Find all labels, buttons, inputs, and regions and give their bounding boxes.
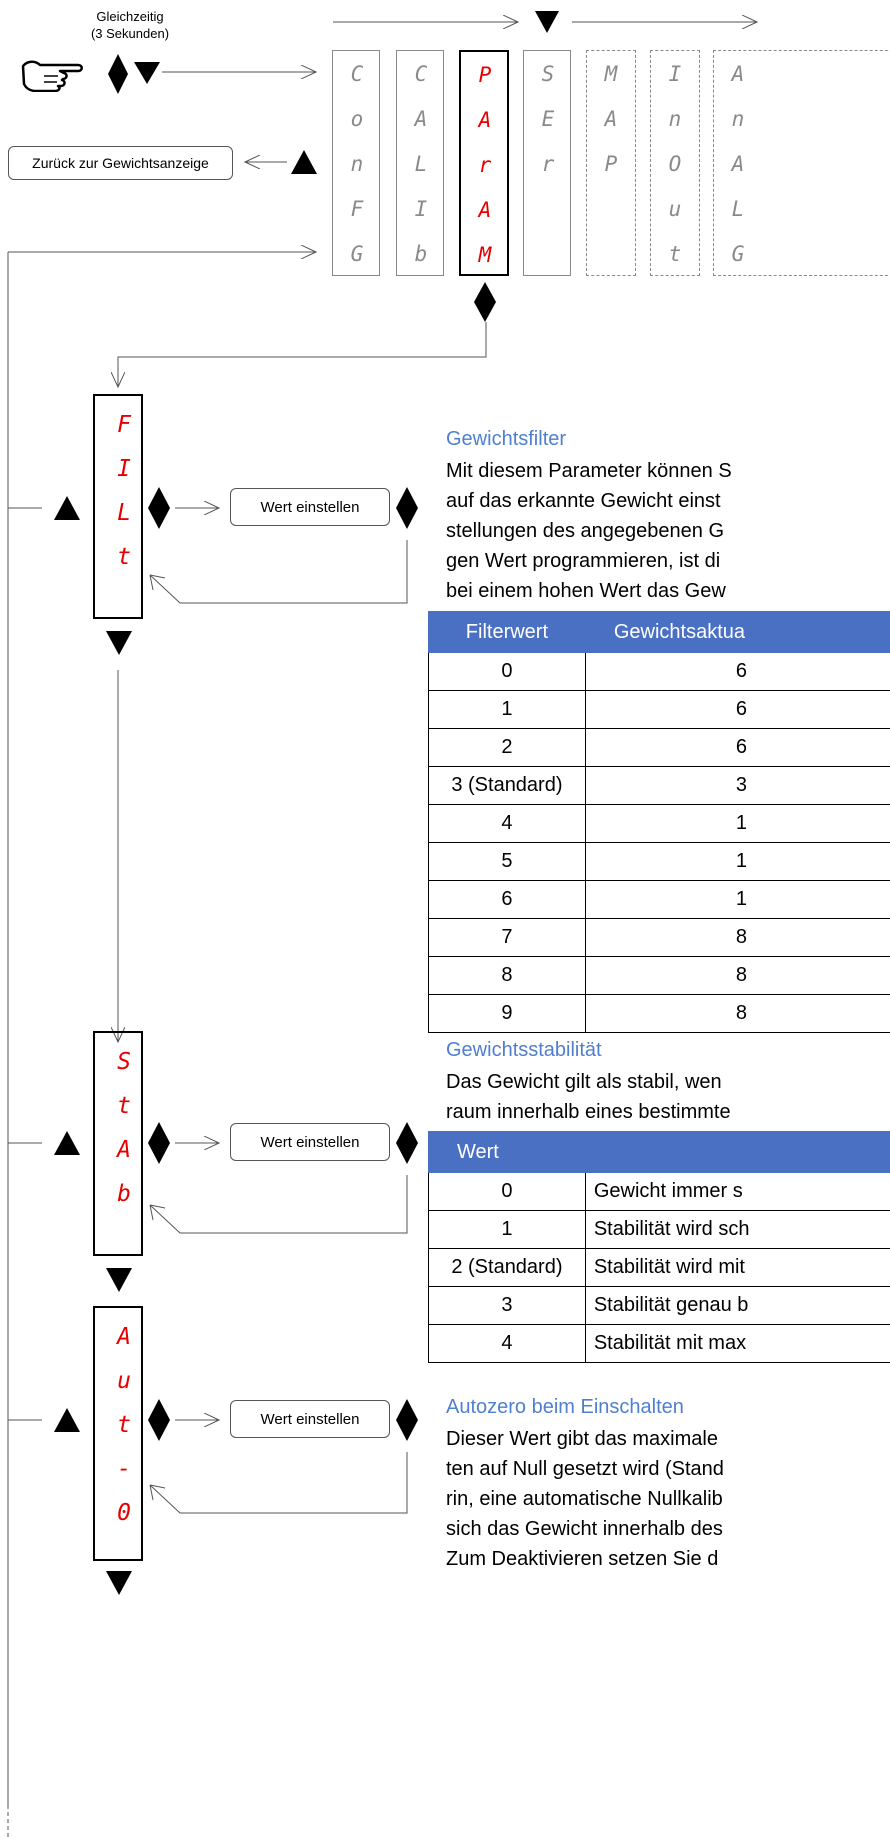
param-filt[interactable]: F I L t (93, 394, 143, 619)
autozero-section-title: Autozero beim Einschalten (446, 1396, 684, 1418)
triangle-up-icon[interactable] (54, 1131, 80, 1155)
triangle-down-icon[interactable] (134, 62, 160, 84)
stability-section-title: Gewichtsstabilität (446, 1039, 602, 1061)
triangle-down-icon[interactable] (535, 11, 559, 33)
pointing-hand-icon (21, 60, 83, 92)
triangle-down-icon[interactable] (106, 1268, 132, 1292)
set-value-button[interactable]: Wert einstellen (230, 488, 390, 526)
diamond-icon[interactable] (148, 1399, 170, 1441)
menu-column-ser[interactable]: S E r (523, 50, 571, 276)
diamond-icon[interactable] (474, 282, 496, 322)
diamond-icon[interactable] (396, 1122, 418, 1164)
param-aut0[interactable]: A u t - 0 (93, 1306, 143, 1561)
diamond-icon[interactable] (396, 487, 418, 529)
filter-section-text: Mit diesem Parameter können S auf das er… (446, 460, 732, 602)
aut0-loop (149, 1452, 408, 1514)
menu-column-map[interactable]: M A P (586, 50, 636, 276)
set-value-button[interactable]: Wert einstellen (230, 1123, 390, 1161)
table-row: 2 (Standard)Stabilität wird mit (428, 1248, 890, 1287)
stability-section-text: Das Gewicht gilt als stabil, wen raum in… (446, 1071, 731, 1123)
diamond-icon[interactable] (148, 487, 170, 529)
diamond-icon[interactable] (108, 54, 128, 94)
triangle-down-icon[interactable] (106, 631, 132, 655)
menu-column-conf[interactable]: C o n F G (332, 50, 380, 276)
menu-column-param[interactable]: P A r A M (459, 50, 509, 276)
set-value-button[interactable]: Wert einstellen (230, 1400, 390, 1438)
triangle-down-icon[interactable] (106, 1571, 132, 1595)
stab-loop (149, 1175, 408, 1234)
diamond-icon[interactable] (148, 1122, 170, 1164)
triangle-up-icon[interactable] (291, 150, 317, 174)
menu-column-anal[interactable]: A n A L G (713, 50, 890, 276)
back-to-weight-button[interactable]: Zurück zur Gewichtsanzeige (8, 146, 233, 180)
table-row: 3 (Standard)3 (428, 766, 890, 805)
menu-column-calib[interactable]: C A L I b (396, 50, 444, 276)
param-stab[interactable]: S t A b (93, 1031, 143, 1256)
param-to-filt-arrow (118, 322, 487, 387)
diamond-icon[interactable] (396, 1399, 418, 1441)
filter-section-title: Gewichtsfilter (446, 428, 567, 450)
triangle-up-icon[interactable] (54, 496, 80, 520)
simultaneous-label: Gleichzeitig(3 Sekunden) (90, 9, 170, 41)
filt-loop (149, 540, 408, 604)
menu-column-inout[interactable]: I n O u t (650, 50, 700, 276)
triangle-up-icon[interactable] (54, 1408, 80, 1432)
autozero-section-text: Dieser Wert gibt das maximale ten auf Nu… (446, 1428, 724, 1570)
